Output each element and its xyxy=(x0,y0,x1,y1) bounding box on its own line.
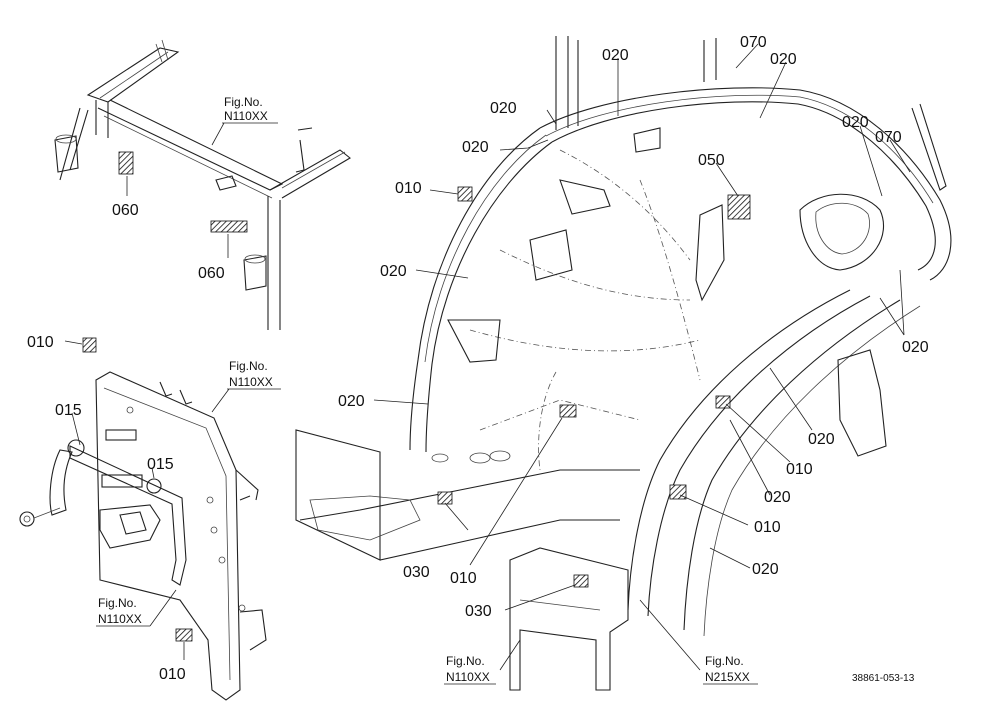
part-030-pad-a xyxy=(437,491,453,505)
callout-020-f: 020 xyxy=(380,263,407,280)
part-010-pad-c xyxy=(457,186,473,202)
part-050-pad xyxy=(727,194,751,220)
part-010-pad-e xyxy=(715,395,731,409)
callout-070-a: 070 xyxy=(740,34,767,51)
callout-030-a: 030 xyxy=(403,564,430,581)
fig-ref-a: N110XX xyxy=(224,109,268,123)
fig-ref-e: N215XX xyxy=(705,670,750,684)
part-060-pad-lower xyxy=(210,220,248,233)
callout-020-j: 020 xyxy=(764,489,791,506)
fig-no-label-d: Fig.No. xyxy=(446,654,485,668)
part-010-pad-a xyxy=(82,337,97,353)
callout-010-a: 010 xyxy=(27,334,54,351)
callout-020-e: 020 xyxy=(842,114,869,131)
callout-020-g: 020 xyxy=(902,339,929,356)
fig-no-label-b: Fig.No. xyxy=(229,359,268,373)
fig-ref-c: N110XX xyxy=(98,612,142,626)
fig-ref-d: N110XX xyxy=(446,670,490,684)
fig-ref-b: N110XX xyxy=(229,375,273,389)
callout-060-upper: 060 xyxy=(112,202,139,219)
callout-010-b: 010 xyxy=(159,666,186,683)
callout-015-a: 015 xyxy=(55,402,82,419)
callout-070-b: 070 xyxy=(875,129,902,146)
fig-no-label-e: Fig.No. xyxy=(705,654,744,668)
callout-020-k: 020 xyxy=(752,561,779,578)
callout-015-b: 015 xyxy=(147,456,174,473)
callout-020-i: 020 xyxy=(808,431,835,448)
top-left-frame-drawing xyxy=(54,39,351,330)
callout-060-lower: 060 xyxy=(198,265,225,282)
callout-050: 050 xyxy=(698,152,725,169)
callout-020-d: 020 xyxy=(462,139,489,156)
callout-010-c: 010 xyxy=(395,180,422,197)
side-panel-drawing xyxy=(19,371,267,701)
part-060-pad-upper xyxy=(118,151,134,175)
part-010-pad-d xyxy=(559,404,577,418)
part-030-pad-b xyxy=(573,574,589,588)
part-010-pad-b xyxy=(175,628,193,642)
drawing-number: 38861-053-13 xyxy=(852,673,915,684)
fig-no-label-a: Fig.No. xyxy=(224,95,263,109)
callout-030-b: 030 xyxy=(465,603,492,620)
callout-010-f: 010 xyxy=(450,570,477,587)
callout-020-b: 020 xyxy=(770,51,797,68)
callout-020-a: 020 xyxy=(602,47,629,64)
callout-010-d: 010 xyxy=(786,461,813,478)
callout-020-h: 020 xyxy=(338,393,365,410)
cabin-frame-drawing xyxy=(295,36,952,691)
callout-010-e: 010 xyxy=(754,519,781,536)
fig-no-label-c: Fig.No. xyxy=(98,596,137,610)
callout-020-c: 020 xyxy=(490,100,517,117)
